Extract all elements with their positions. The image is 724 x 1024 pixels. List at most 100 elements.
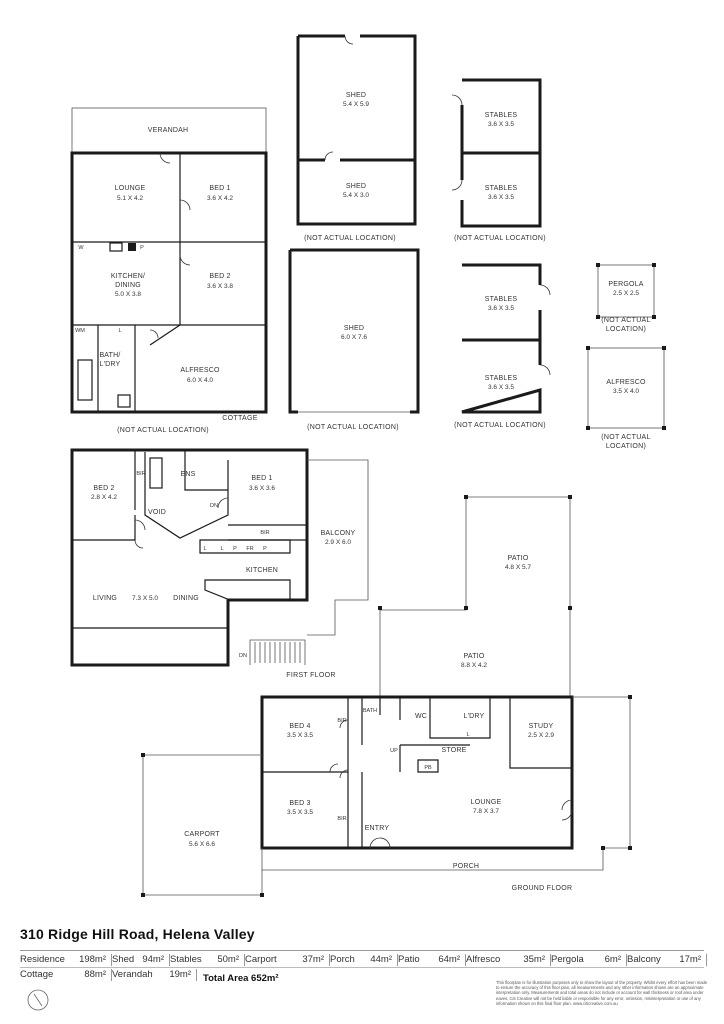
pergola-plan: PERGOLA 2.5 X 2.5 (NOT ACTUAL LOCATION)	[596, 263, 656, 333]
room-patio-lower: PATIO	[464, 653, 485, 660]
room-ldry-ground-floor: L'DRY	[464, 713, 485, 720]
first-floor-plan: BED 2 2.8 X 4.2 BIR ENS BED 1 3.6 X 3.6 …	[70, 448, 369, 679]
room-pergola: PERGOLA	[608, 281, 643, 288]
room-living-first-floor: LIVING	[93, 595, 117, 602]
shed-top: SHED 5.4 X 5.9 SHED 5.4 X 3.0 (NOT ACTUA…	[296, 34, 417, 242]
area-label: Alfresco	[466, 954, 501, 965]
room-entry: ENTRY	[365, 825, 390, 832]
area-label: Patio	[398, 954, 420, 965]
property-address: 310 Ridge Hill Road, Helena Valley	[20, 926, 255, 942]
room-shed-c-size: 6.0 X 7.6	[341, 334, 367, 341]
disclaimer-text: This floorplan is for illustration purpo…	[496, 980, 708, 1006]
fixture-l-cottage: L	[118, 328, 121, 334]
stairs-dn-first-floor-2: DN	[239, 653, 247, 659]
room-stables-3: STABLES	[485, 296, 518, 303]
cottage-plan: VERANDAH W P WM L LOUNGE 5.1 X 4.2 BED 1…	[70, 107, 268, 434]
compass-icon	[27, 989, 49, 1011]
room-living-first-floor-size: 7.3 X 5.0	[132, 595, 158, 602]
not-actual-pergola-1: (NOT ACTUAL	[601, 317, 650, 324]
room-void: VOID	[148, 509, 166, 516]
not-actual-location-shed-top: (NOT ACTUAL LOCATION)	[304, 235, 396, 242]
area-label: Pergola	[551, 954, 584, 965]
room-kitchen-cottage: KITCHEN/	[111, 273, 145, 280]
room-bed2-cottage-size: 3.6 X 3.8	[207, 283, 233, 290]
floor-plan-drawing: VERANDAH W P WM L LOUNGE 5.1 X 4.2 BED 1…	[70, 34, 666, 897]
fixture-l-ground-floor: L	[466, 732, 469, 738]
room-balcony: BALCONY	[321, 530, 356, 537]
room-bed1-first-floor-size: 3.6 X 3.6	[249, 485, 275, 492]
area-value: 94m²	[142, 954, 164, 965]
room-shed-a: SHED	[346, 92, 366, 99]
fixture-p2-first-floor: P	[263, 546, 267, 552]
bir-first-floor-2: BIR	[260, 530, 269, 536]
room-bed4: BED 4	[289, 723, 310, 730]
room-bed2-first-floor: BED 2	[93, 485, 114, 492]
room-bed2-cottage: BED 2	[209, 273, 230, 280]
room-lounge-cottage-size: 5.1 X 4.2	[117, 195, 143, 202]
area-value: 198m²	[79, 954, 106, 965]
room-bed4-size: 3.5 X 3.5	[287, 732, 313, 739]
bir-ground-floor-1: BIR	[337, 718, 346, 724]
room-bed3-size: 3.5 X 3.5	[287, 809, 313, 816]
room-stables-1: STABLES	[485, 112, 518, 119]
room-alfresco-small: ALFRESCO	[606, 379, 646, 386]
room-lounge-ground-floor: LOUNGE	[471, 799, 502, 806]
room-pergola-size: 2.5 X 2.5	[613, 290, 639, 297]
stables-bottom: STABLES 3.6 X 3.5 STABLES 3.6 X 3.5 (NOT…	[454, 263, 551, 429]
area-value: 6m²	[604, 954, 621, 965]
room-stables-2: STABLES	[485, 185, 518, 192]
bir-first-floor-1: BIR	[136, 471, 145, 477]
stables-top: STABLES 3.6 X 3.5 STABLES 3.6 X 3.5 (NOT…	[451, 78, 546, 242]
bir-ground-floor-2: BIR	[337, 816, 346, 822]
cottage-label: COTTAGE	[222, 415, 257, 422]
fixture-p-cottage: P	[140, 245, 144, 251]
room-lounge-ground-floor-size: 7.8 X 3.7	[473, 808, 499, 815]
fixture-w-cottage: W	[78, 245, 84, 251]
area-value: 88m²	[84, 969, 106, 980]
room-shed-b-size: 5.4 X 3.0	[343, 192, 369, 199]
area-label: Cottage	[20, 969, 54, 980]
room-bath-cottage: BATH/	[99, 352, 120, 359]
area-label: Carport	[245, 954, 277, 965]
room-bed1-cottage: BED 1	[209, 185, 230, 192]
room-shed-a-size: 5.4 X 5.9	[343, 101, 369, 108]
room-dining-first-floor: DINING	[173, 595, 199, 602]
area-value: 37m²	[302, 954, 324, 965]
not-actual-alfresco-2: LOCATION)	[606, 443, 646, 450]
room-store: STORE	[442, 747, 467, 754]
room-porch: PORCH	[453, 863, 479, 870]
room-carport-size: 5.6 X 6.6	[189, 841, 215, 848]
not-actual-location-stables-bottom: (NOT ACTUAL LOCATION)	[454, 422, 546, 429]
area-label: Stables	[170, 954, 202, 965]
shed-large: SHED 6.0 X 7.6 (NOT ACTUAL LOCATION)	[288, 248, 420, 431]
room-ldry-cottage: L'DRY	[100, 361, 121, 368]
stairs-up-ground-floor: UP	[390, 748, 398, 754]
room-alfresco-small-size: 3.5 X 4.0	[613, 388, 639, 395]
room-kitchen-cottage-size: 5.0 X 3.8	[115, 291, 141, 298]
not-actual-location-cottage: (NOT ACTUAL LOCATION)	[117, 427, 209, 434]
fixture-l-first-floor-1: L	[203, 546, 206, 552]
room-wc: WC	[415, 713, 427, 720]
room-dining-cottage: DINING	[115, 282, 141, 289]
fixture-wm-cottage: WM	[75, 328, 85, 334]
area-value: 35m²	[523, 954, 545, 965]
room-carport: CARPORT	[184, 831, 220, 838]
stairs-dn-first-floor-1: DN	[210, 503, 218, 509]
room-shed-c: SHED	[344, 325, 364, 332]
room-ens: ENS	[181, 471, 196, 478]
room-bed2-first-floor-size: 2.8 X 4.2	[91, 494, 117, 501]
cottage-walls	[70, 151, 268, 414]
room-patio-lower-size: 8.8 X 4.2	[461, 662, 487, 669]
area-label: Porch	[330, 954, 355, 965]
verandah-label: VERANDAH	[148, 127, 189, 134]
room-stables-1-size: 3.6 X 3.5	[488, 121, 514, 128]
footer: 310 Ridge Hill Road, Helena Valley Resid…	[0, 920, 724, 1024]
fixture-l-first-floor-2: L	[220, 546, 223, 552]
area-value: 50m²	[217, 954, 239, 965]
room-study-size: 2.5 X 2.9	[528, 732, 554, 739]
